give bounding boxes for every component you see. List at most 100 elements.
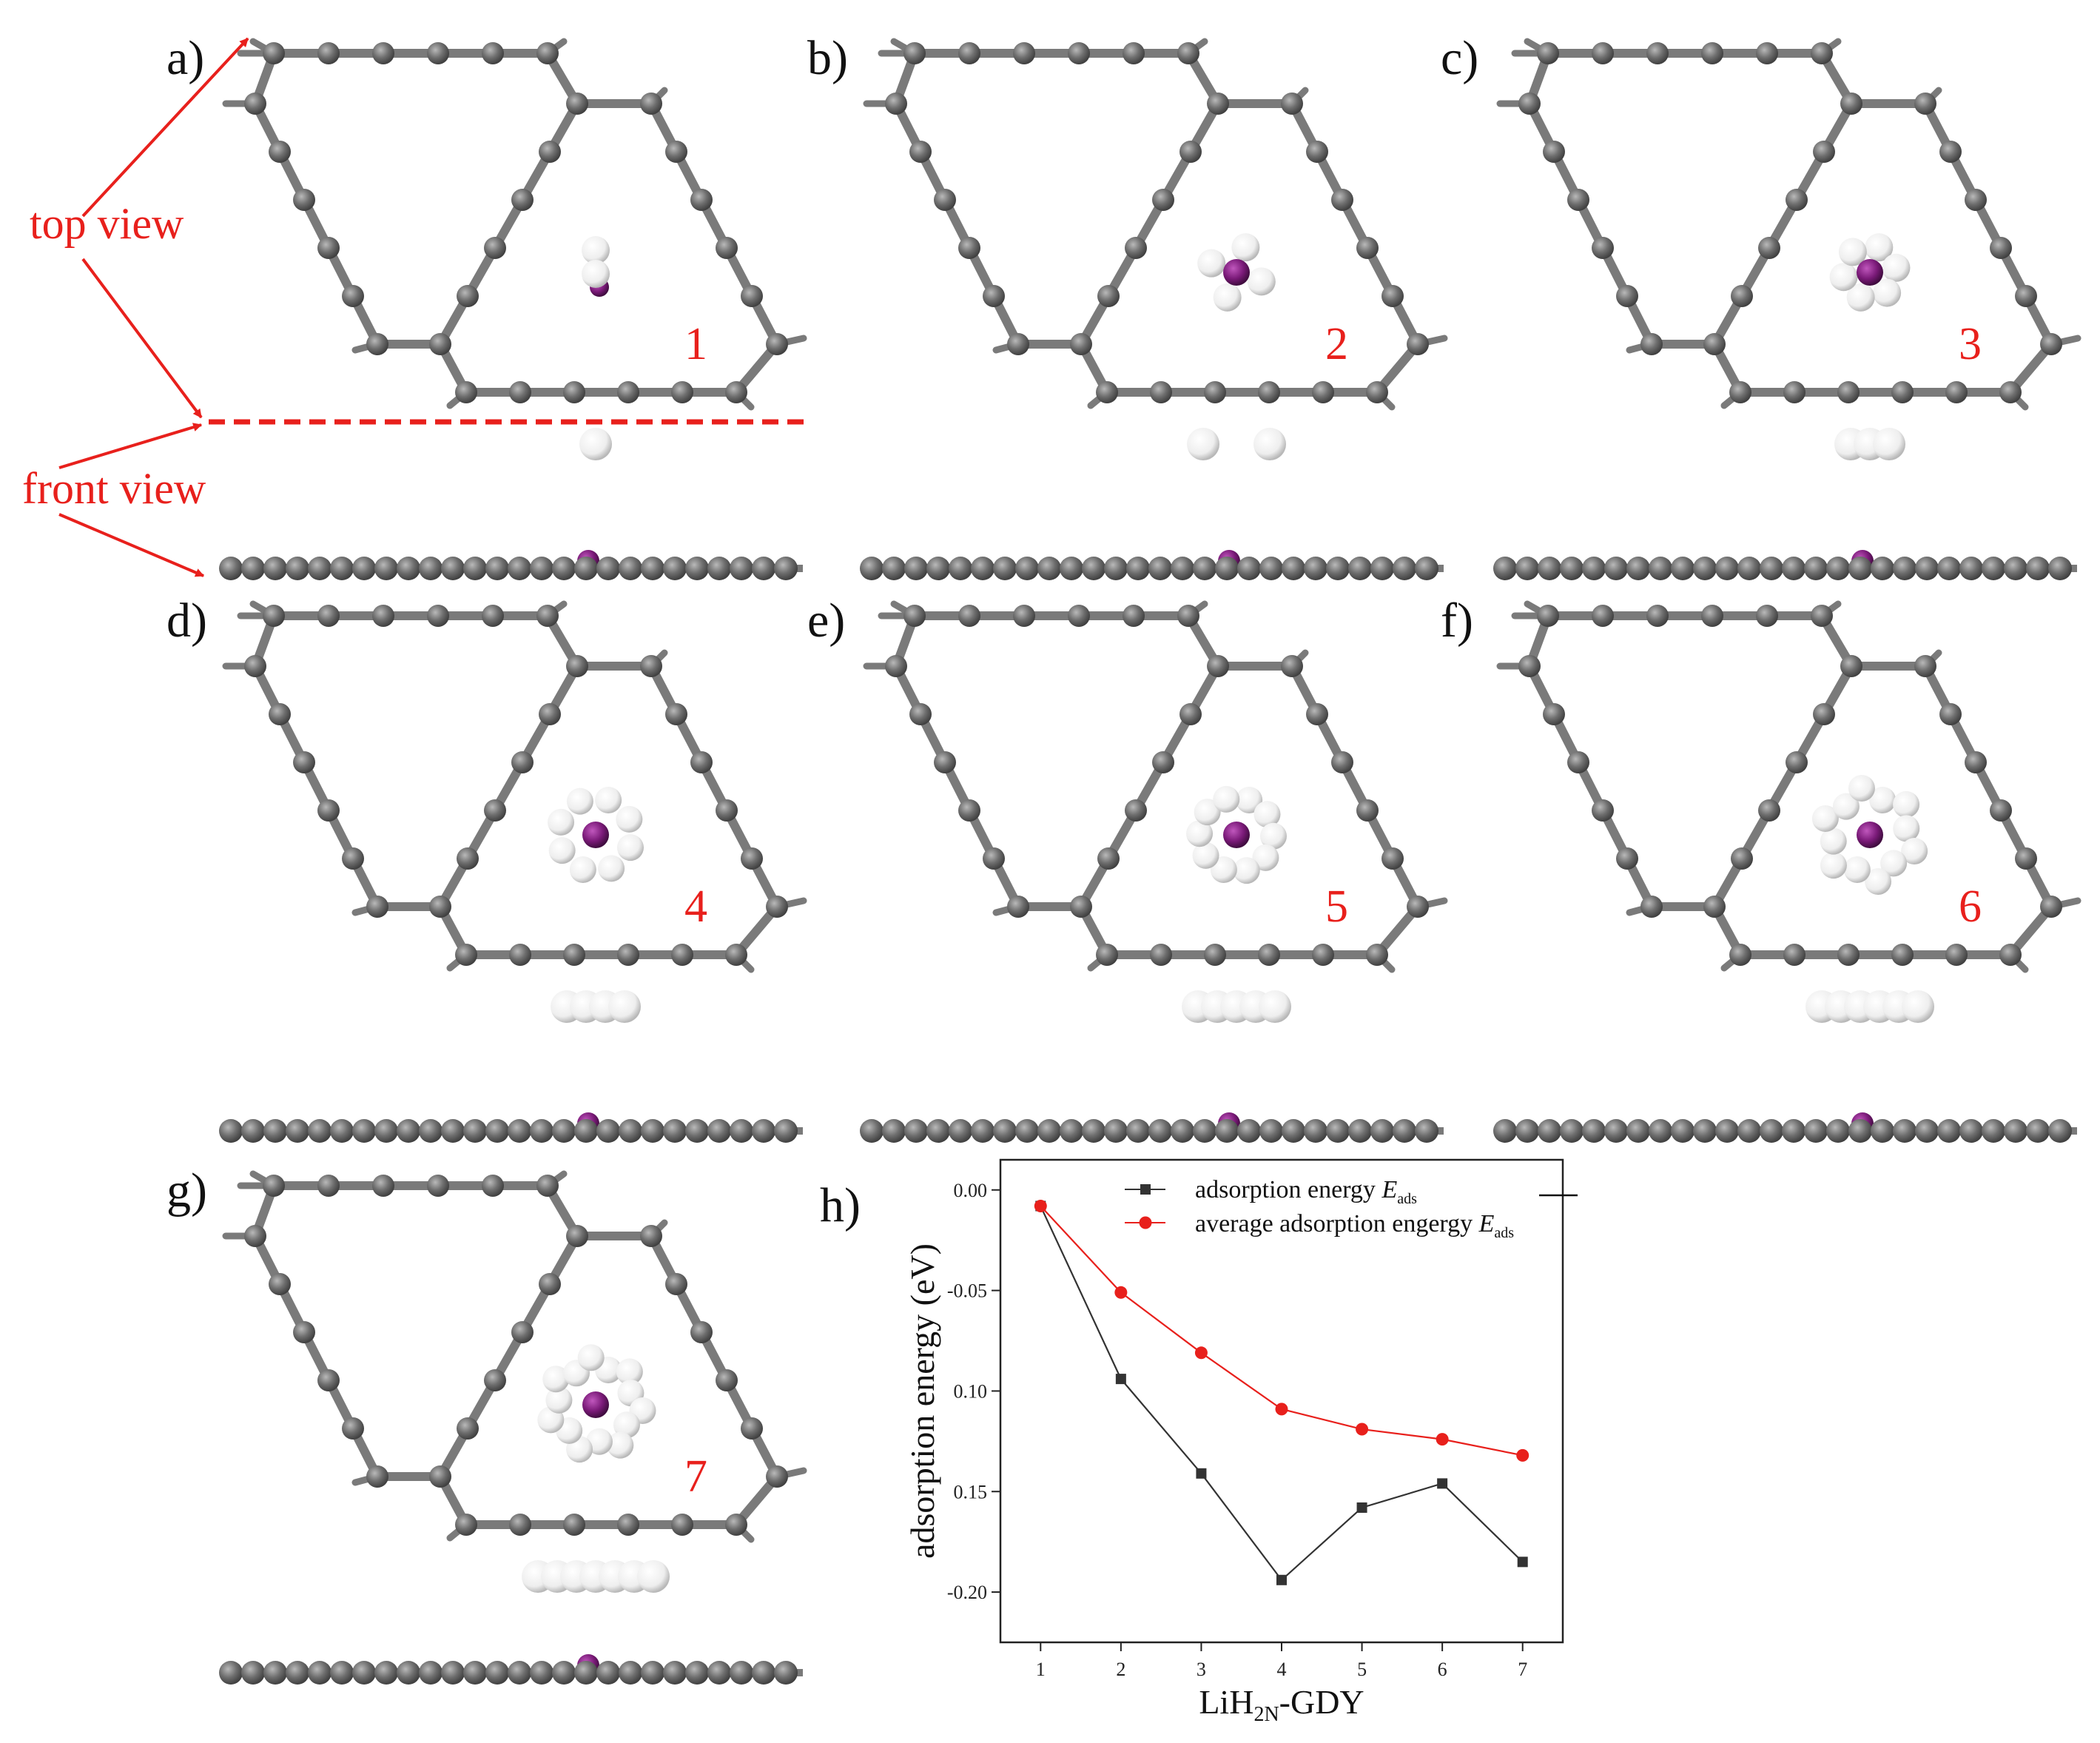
carbon-front-atom bbox=[1937, 557, 1961, 580]
carbon-node-atom bbox=[1518, 655, 1541, 677]
carbon-atom bbox=[1965, 189, 1987, 211]
carbon-atom bbox=[1068, 605, 1090, 627]
carbon-node-atom bbox=[566, 655, 588, 677]
carbon-atom bbox=[958, 799, 980, 822]
carbon-atom bbox=[1990, 237, 2012, 259]
carbon-front-atom bbox=[641, 1661, 664, 1685]
carbon-atom bbox=[457, 285, 479, 307]
carbon-node-atom bbox=[455, 1514, 477, 1536]
carbon-front-atom bbox=[530, 1119, 553, 1143]
carbon-front-atom bbox=[730, 1119, 753, 1143]
carbon-node-atom bbox=[455, 944, 477, 966]
carbon-node-atom bbox=[1703, 896, 1726, 918]
top-view-label: top view bbox=[30, 199, 184, 248]
carbon-atom bbox=[482, 1175, 504, 1197]
carbon-atom bbox=[1331, 189, 1353, 211]
carbon-front-atom bbox=[530, 557, 553, 580]
carbon-front-atom bbox=[752, 1119, 775, 1143]
carbon-node-atom bbox=[1537, 605, 1559, 627]
carbon-front-atom bbox=[574, 1661, 598, 1685]
carbon-front-atom bbox=[707, 1119, 731, 1143]
carbon-atom bbox=[934, 189, 956, 211]
carbon-front-atom bbox=[441, 1119, 465, 1143]
carbon-front-atom bbox=[619, 1661, 642, 1685]
panel-label-c: c) bbox=[1441, 31, 1478, 85]
carbon-atom bbox=[1204, 381, 1226, 403]
carbon-atom bbox=[1123, 605, 1145, 627]
structure-panel-a: 1a) bbox=[166, 31, 807, 580]
carbon-atom bbox=[617, 381, 639, 403]
carbon-atom bbox=[1152, 751, 1174, 773]
carbon-atom bbox=[1965, 751, 1987, 773]
carbon-atom bbox=[1382, 285, 1404, 307]
carbon-front-atom bbox=[1848, 557, 1872, 580]
hydrogen-atom bbox=[1197, 249, 1226, 278]
carbon-atom bbox=[1783, 944, 1805, 966]
carbon-chain-bond bbox=[1525, 662, 1656, 911]
carbon-atom bbox=[1990, 799, 2012, 822]
carbon-front-atom bbox=[2004, 1119, 2027, 1143]
carbon-front-atom bbox=[1515, 1119, 1539, 1143]
carbon-front-atom bbox=[774, 557, 798, 580]
carbon-atom bbox=[1356, 799, 1379, 822]
carbon-atom bbox=[1179, 703, 1202, 725]
carbon-atom bbox=[427, 605, 449, 627]
carbon-front-atom bbox=[1493, 1119, 1517, 1143]
carbon-atom bbox=[317, 799, 340, 822]
carbon-node-atom bbox=[244, 1225, 266, 1247]
carbon-atom bbox=[671, 381, 693, 403]
carbon-atom bbox=[457, 847, 479, 870]
hydrogen-atom bbox=[1880, 850, 1908, 877]
chart-y-axis-label: adsorption energy (eV) bbox=[903, 1243, 941, 1559]
carbon-node-atom bbox=[903, 605, 926, 627]
carbon-front-atom bbox=[1915, 1119, 1939, 1143]
carbon-atom bbox=[1939, 141, 1962, 163]
carbon-atom bbox=[372, 1175, 394, 1197]
carbon-atom bbox=[690, 1321, 713, 1343]
carbon-front-atom bbox=[1348, 1119, 1372, 1143]
hydrogen-atom bbox=[1252, 844, 1279, 871]
carbon-node-atom bbox=[1537, 42, 1559, 64]
carbon-front-atom bbox=[508, 1119, 531, 1143]
carbon-atom bbox=[716, 799, 738, 822]
carbon-front-atom bbox=[752, 557, 775, 580]
carbon-atom bbox=[1592, 237, 1614, 259]
carbon-atom bbox=[484, 799, 506, 822]
carbon-front-atom bbox=[219, 557, 243, 580]
hydrogen-atom bbox=[1901, 837, 1928, 864]
carbon-front-atom bbox=[641, 557, 664, 580]
lithium-atom bbox=[582, 822, 609, 848]
carbon-front-atom bbox=[1193, 1119, 1216, 1143]
carbon-atom bbox=[665, 141, 687, 163]
carbon-atom bbox=[1786, 751, 1808, 773]
hydrogen-atom bbox=[1846, 283, 1875, 312]
carbon-front-atom bbox=[485, 1119, 509, 1143]
carbon-front-atom bbox=[1560, 1119, 1584, 1143]
carbon-front-atom bbox=[1937, 1119, 1961, 1143]
carbon-atom bbox=[1837, 381, 1860, 403]
carbon-front-atom bbox=[2004, 557, 2027, 580]
carbon-node-atom bbox=[885, 655, 907, 677]
legend-symbol-2: E bbox=[1478, 1210, 1495, 1237]
carbon-front-atom bbox=[1760, 1119, 1783, 1143]
carbon-front-atom bbox=[971, 1119, 995, 1143]
carbon-chain-bond bbox=[892, 662, 1023, 911]
carbon-atom bbox=[1543, 703, 1565, 725]
carbon-front-atom bbox=[508, 557, 531, 580]
carbon-chain-bond bbox=[1288, 99, 1422, 349]
carbon-front-atom bbox=[1393, 1119, 1416, 1143]
carbon-atom bbox=[2015, 847, 2037, 870]
x-axis-label-tail: -GDY bbox=[1279, 1683, 1364, 1721]
hydrogen-atom bbox=[1233, 857, 1260, 884]
carbon-chain-bond bbox=[1525, 99, 1656, 349]
carbon-front-atom bbox=[1148, 1119, 1172, 1143]
hydrogen-atom bbox=[1820, 852, 1847, 879]
x-tick-label: 3 bbox=[1197, 1659, 1206, 1680]
series-1-point bbox=[1115, 1374, 1126, 1385]
carbon-atom bbox=[509, 944, 531, 966]
carbon-atom bbox=[1701, 605, 1723, 627]
carbon-node-atom bbox=[1366, 944, 1388, 966]
carbon-atom bbox=[1258, 381, 1280, 403]
